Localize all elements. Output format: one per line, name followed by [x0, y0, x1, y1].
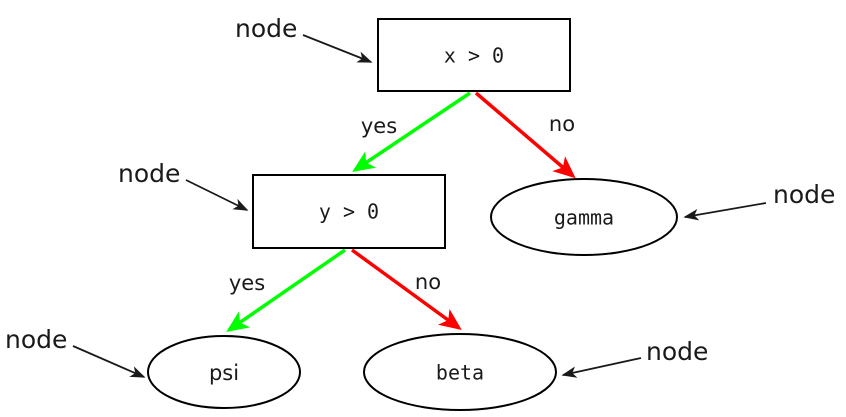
edge-root-yes — [352, 91, 471, 172]
node-gamma-shape[interactable] — [490, 178, 678, 256]
annotation-root: node — [235, 14, 373, 63]
node-gamma[interactable]: gamma — [490, 178, 678, 256]
annotation-beta: node — [561, 337, 708, 378]
annotation-inner-pointer — [185, 179, 249, 211]
edge-label-inner-no: no — [415, 270, 441, 294]
node-gamma-label: gamma — [554, 206, 614, 230]
node-beta-label: beta — [436, 361, 484, 385]
annotation-gamma: node — [683, 180, 835, 221]
edge-label-inner-yes: yes — [229, 271, 265, 295]
node-psi-label: psi — [209, 361, 239, 385]
annotation-psi-pointer — [72, 345, 146, 378]
node-root-shape[interactable] — [377, 18, 571, 92]
annotation-beta-pointer — [561, 357, 642, 378]
node-inner-label: y > 0 — [319, 200, 379, 224]
edge-root-no-line — [474, 91, 576, 179]
node-beta[interactable]: beta — [363, 333, 557, 411]
edge-inner-yes — [226, 248, 346, 332]
node-inner-shape[interactable] — [252, 174, 446, 249]
edge-inner-yes-line — [226, 248, 346, 332]
annotation-gamma-label: node — [773, 180, 835, 209]
edge-label-root-no: no — [549, 112, 575, 136]
annotation-inner: node — [118, 159, 249, 211]
annotation-inner-label: node — [118, 159, 180, 188]
edge-label-root-yes: yes — [361, 114, 397, 138]
node-root[interactable]: x > 0 — [377, 18, 571, 92]
edge-inner-no-line — [350, 248, 462, 331]
node-inner[interactable]: y > 0 — [252, 174, 446, 249]
edge-root-no — [474, 91, 576, 179]
annotation-root-pointer — [302, 34, 373, 63]
annotation-beta-label: node — [646, 337, 708, 366]
node-psi[interactable]: psi — [147, 335, 301, 409]
annotation-root-label: node — [235, 14, 297, 43]
node-psi-shape[interactable] — [147, 335, 301, 409]
annotation-psi-label: node — [5, 325, 67, 354]
annotation-gamma-pointer — [683, 202, 767, 221]
edge-root-yes-line — [352, 91, 471, 172]
node-root-label: x > 0 — [444, 44, 504, 68]
annotation-psi: node — [5, 325, 146, 378]
edge-inner-no — [350, 248, 462, 331]
node-beta-shape[interactable] — [363, 333, 557, 411]
